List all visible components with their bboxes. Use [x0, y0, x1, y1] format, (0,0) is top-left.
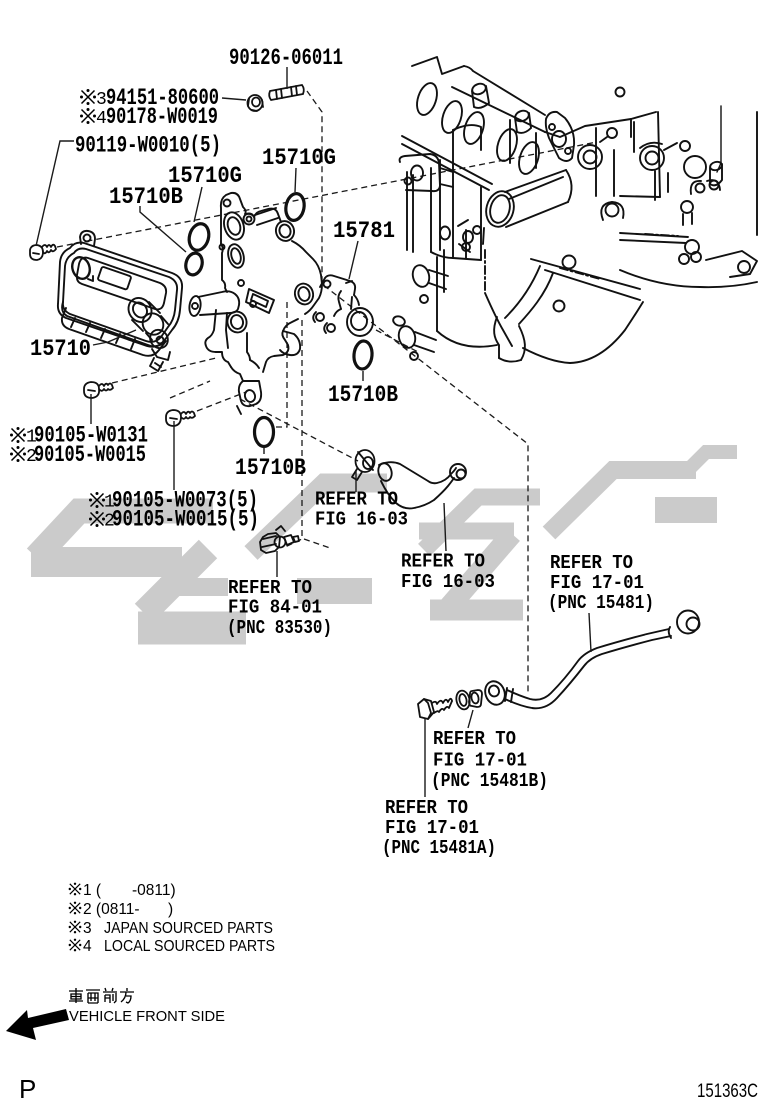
svg-text:4: 4 [83, 938, 92, 955]
svg-text:FIG 84-01: FIG 84-01 [228, 597, 322, 619]
svg-text:REFER TO: REFER TO [315, 489, 398, 511]
svg-text:FIG 16-03: FIG 16-03 [315, 509, 408, 531]
svg-text:15710: 15710 [30, 336, 91, 363]
svg-text:90178-W0019: 90178-W0019 [106, 104, 218, 131]
svg-text:REFER TO: REFER TO [228, 577, 312, 599]
svg-text:15781: 15781 [333, 218, 395, 245]
svg-text:REFER TO: REFER TO [401, 551, 485, 573]
svg-text:90126-06011: 90126-06011 [229, 45, 343, 72]
svg-text:90105-W0015: 90105-W0015 [34, 442, 146, 469]
svg-text:FIG 17-01: FIG 17-01 [433, 750, 527, 772]
svg-text:(PNC 83530): (PNC 83530) [227, 617, 332, 639]
svg-text:4: 4 [96, 109, 107, 129]
svg-text:15710B: 15710B [328, 382, 398, 409]
svg-text:): ) [168, 901, 173, 918]
svg-text:P: P [19, 1074, 36, 1104]
svg-text:1: 1 [26, 428, 37, 448]
svg-text:94151-80600: 94151-80600 [106, 85, 219, 112]
svg-text:(PNC 15481A): (PNC 15481A) [382, 837, 496, 859]
svg-text:3: 3 [83, 920, 92, 937]
svg-text:15710B: 15710B [109, 184, 183, 211]
svg-text:FIG 17-01: FIG 17-01 [550, 572, 644, 594]
svg-text:(PNC 15481): (PNC 15481) [548, 592, 654, 614]
svg-text:3: 3 [96, 90, 107, 110]
svg-text:151363C: 151363C [697, 1081, 758, 1102]
svg-text:1: 1 [104, 493, 115, 513]
svg-text:15710G: 15710G [168, 163, 242, 190]
svg-text:JAPAN SOURCED PARTS: JAPAN SOURCED PARTS [104, 920, 273, 937]
svg-text:LOCAL SOURCED PARTS: LOCAL SOURCED PARTS [104, 938, 275, 955]
svg-text:2: 2 [104, 512, 115, 532]
svg-text:15710G: 15710G [262, 145, 336, 172]
svg-text:REFER TO: REFER TO [550, 552, 633, 574]
svg-text:REFER TO: REFER TO [433, 728, 516, 750]
svg-text:FIG 16-03: FIG 16-03 [401, 571, 495, 593]
svg-text:90105-W0131: 90105-W0131 [34, 423, 148, 450]
svg-text:(PNC 15481B): (PNC 15481B) [431, 770, 548, 792]
svg-text:VEHICLE FRONT SIDE: VEHICLE FRONT SIDE [69, 1008, 225, 1025]
svg-text:2 (0811-: 2 (0811- [83, 901, 140, 918]
svg-text:FIG 17-01: FIG 17-01 [385, 817, 479, 839]
svg-text:90105-W0015(5): 90105-W0015(5) [112, 507, 259, 534]
svg-text:90105-W0073(5): 90105-W0073(5) [112, 488, 258, 515]
svg-text:REFER TO: REFER TO [385, 797, 468, 819]
svg-text:1 (: 1 ( [83, 882, 102, 899]
svg-text:-0811): -0811) [132, 882, 176, 899]
svg-text:15710B: 15710B [235, 455, 306, 482]
svg-text:90119-W0010(5): 90119-W0010(5) [75, 133, 221, 160]
svg-text:2: 2 [26, 447, 37, 467]
